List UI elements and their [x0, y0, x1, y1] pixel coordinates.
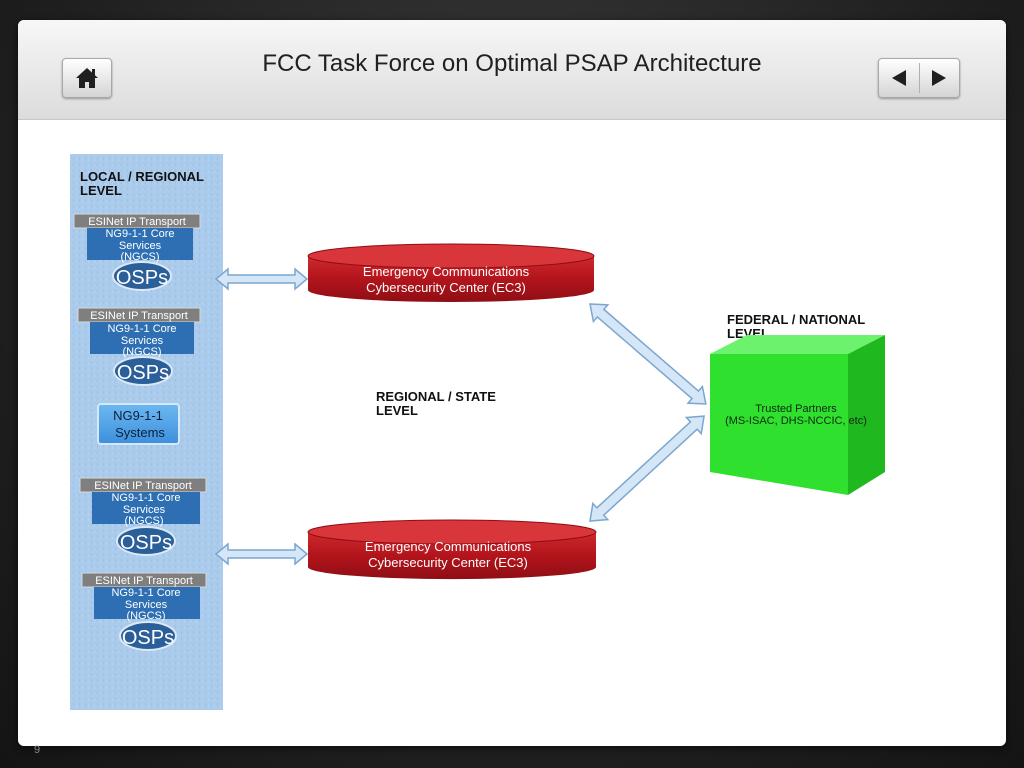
local-group-2: ESINet IP Transport NG9-1-1 Core Service…: [77, 307, 201, 386]
ngcs-label-line2: Services: [119, 240, 162, 252]
arrow-ec3-top-to-federal: [589, 303, 707, 405]
ngcs-label-line2: Services: [121, 335, 164, 347]
esinet-transport-label: ESINet IP Transport: [94, 480, 192, 492]
ngcs-label-line2: Services: [125, 599, 168, 611]
local-group-3: ESINet IP Transport NG9-1-1 Core Service…: [79, 477, 207, 556]
osps-label: OSPs: [120, 532, 172, 554]
ngcs-label-line3: (NGCS): [124, 515, 163, 527]
ngcs-label-line3: (NGCS): [122, 346, 161, 358]
osps-ellipse: [116, 526, 176, 556]
page-number: 9: [34, 744, 41, 756]
architecture-diagram: LOCAL / REGIONAL LEVEL ESINet IP Transpo…: [70, 154, 885, 710]
local-group-1: ESINet IP Transport NG9-1-1 Core Service…: [73, 213, 201, 291]
arrow-local-to-ec3-top: [214, 267, 309, 291]
federal-level-label-line1: FEDERAL / NATIONAL: [727, 312, 865, 327]
ngcs-label-line1: NG9-1-1 Core: [111, 492, 180, 504]
cube-label-line1: Trusted Partners: [755, 403, 837, 415]
slide-title: FCC Task Force on Optimal PSAP Architect…: [262, 50, 762, 77]
ec3-top-cylinder: Emergency Communications Cybersecurity C…: [307, 243, 595, 302]
ec3-bottom-cylinder: Emergency Communications Cybersecurity C…: [307, 519, 597, 580]
nav-separator: [919, 63, 920, 93]
regional-level-label-line2: LEVEL: [376, 403, 418, 418]
ngcs-label-line3: (NGCS): [126, 610, 165, 622]
ngcs-box: [92, 492, 200, 524]
slide-header: FCC Task Force on Optimal PSAP Architect…: [18, 20, 1006, 120]
ec3-bottom-label-line1: Emergency Communications: [365, 539, 532, 554]
osps-ellipse: [113, 356, 173, 386]
home-icon: [76, 68, 98, 88]
ng911-systems-box: NG9-1-1 Systems: [97, 403, 180, 445]
arrow-left-icon: [892, 70, 906, 86]
cube-label-line2: (MS-ISAC, DHS-NCCIC, etc): [725, 415, 867, 427]
ec3-bottom-label-line2: Cybersecurity Center (EC3): [368, 555, 528, 570]
ngcs-label-line2: Services: [123, 504, 166, 516]
ngcs-box: [94, 587, 200, 619]
ngcs-box: [90, 322, 194, 354]
local-group-4: ESINet IP Transport NG9-1-1 Core Service…: [81, 572, 207, 651]
ec3-top-label-line1: Emergency Communications: [363, 264, 530, 279]
ng911-systems-label-line2: Systems: [115, 425, 165, 440]
esinet-transport-label: ESINet IP Transport: [88, 216, 186, 228]
osps-label: OSPs: [122, 627, 174, 649]
esinet-transport-label: ESINet IP Transport: [95, 575, 193, 587]
slide: FCC Task Force on Optimal PSAP Architect…: [18, 20, 1006, 746]
ec3-top-label-line2: Cybersecurity Center (EC3): [366, 280, 526, 295]
navigation-arrows: [878, 58, 960, 98]
arrow-ec3-bottom-to-federal: [589, 415, 705, 522]
home-button[interactable]: [62, 58, 112, 98]
osps-ellipse: [119, 621, 177, 651]
ngcs-label-line1: NG9-1-1 Core: [107, 323, 176, 335]
ng911-systems-label-line1: NG9-1-1: [113, 408, 163, 423]
previous-slide-button[interactable]: [879, 59, 919, 97]
osps-ellipse: [112, 261, 172, 291]
local-level-label-line1: LOCAL / REGIONAL: [80, 169, 204, 184]
arrow-right-icon: [932, 70, 946, 86]
local-level-label-line2: LEVEL: [80, 183, 122, 198]
esinet-transport-label: ESINet IP Transport: [90, 310, 188, 322]
ngcs-box: [87, 228, 193, 260]
ngcs-label-line3: (NGCS): [120, 251, 159, 263]
regional-level-label-line1: REGIONAL / STATE: [376, 389, 496, 404]
arrow-local-to-ec3-bottom: [214, 542, 309, 566]
osps-label: OSPs: [116, 267, 168, 289]
osps-label: OSPs: [117, 362, 169, 384]
next-slide-button[interactable]: [919, 59, 959, 97]
ngcs-label-line1: NG9-1-1 Core: [111, 587, 180, 599]
ngcs-label-line1: NG9-1-1 Core: [105, 228, 174, 240]
trusted-partners-cube: Trusted Partners (MS-ISAC, DHS-NCCIC, et…: [710, 335, 885, 495]
